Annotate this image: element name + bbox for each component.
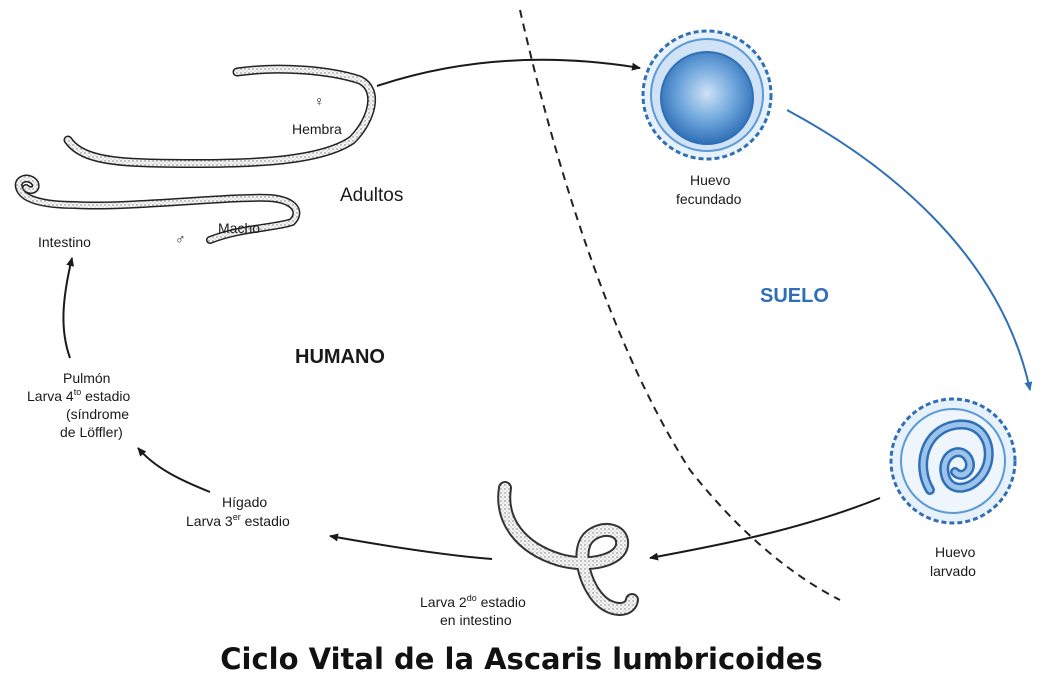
arrow-egg-to-larvated xyxy=(786,109,1033,391)
label-huevo-fecundado-1: Huevo xyxy=(690,172,731,188)
label-loffler: de Löffler) xyxy=(60,424,123,440)
label-huevo-fecundado-2: fecundado xyxy=(676,191,742,207)
label-larva-4: Larva 4to estadio xyxy=(27,387,130,404)
arrow-adults-to-egg xyxy=(376,58,641,87)
female-symbol: ♀ xyxy=(314,93,325,109)
label-sindrome: (síndrome xyxy=(66,406,129,422)
region-human: HUMANO xyxy=(295,346,385,368)
label-larva-3: Larva 3er estadio xyxy=(186,512,290,529)
boundary-line xyxy=(519,9,841,601)
larvated-egg-icon xyxy=(889,397,1017,525)
label-huevo-larvado-1: Huevo xyxy=(935,544,976,560)
label-intestino: Intestino xyxy=(38,234,91,250)
label-larva-2: Larva 2do estadio xyxy=(420,593,526,610)
label-hembra: Hembra xyxy=(292,121,342,137)
arrow-larva-to-liver xyxy=(329,533,493,560)
arrow-larvated-to-larva xyxy=(649,497,881,561)
fertilized-egg-icon xyxy=(641,29,773,161)
male-symbol: ♂ xyxy=(175,231,186,247)
arrow-lung-to-intestine xyxy=(62,257,75,359)
region-soil: SUELO xyxy=(760,285,829,307)
label-pulmon: Pulmón xyxy=(63,370,110,386)
label-macho: Macho xyxy=(218,220,260,236)
label-higado: Hígado xyxy=(222,494,267,510)
arrow-liver-to-lung xyxy=(137,447,211,493)
female-worm xyxy=(63,64,377,169)
larva-icon xyxy=(497,481,639,616)
label-huevo-larvado-2: larvado xyxy=(930,563,976,579)
male-worm xyxy=(14,174,301,244)
label-adultos: Adultos xyxy=(340,185,403,206)
cycle-diagram: ♀ ♂ Hembra Adultos Macho Intestino Huevo… xyxy=(14,9,1033,628)
figure-title: Ciclo Vital de la Ascaris lumbricoides xyxy=(220,642,823,676)
label-larva-2-line2: en intestino xyxy=(440,612,512,628)
